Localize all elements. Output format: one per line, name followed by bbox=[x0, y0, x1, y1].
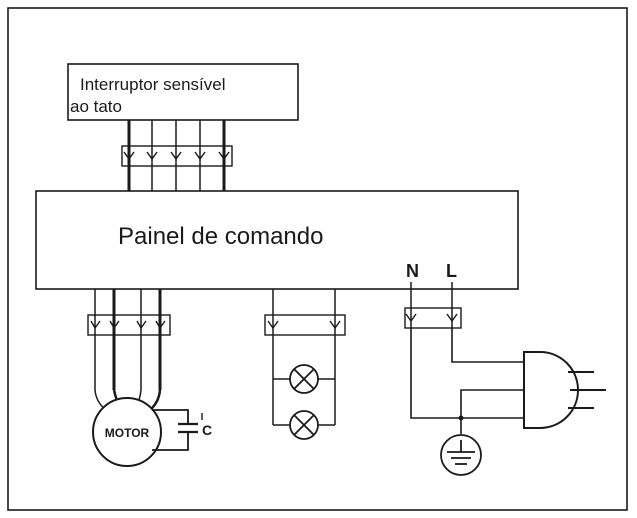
touch-switch: Interruptor sensível ao tato bbox=[67, 63, 299, 121]
switch-terminal-block bbox=[121, 145, 233, 167]
neutral-label: N bbox=[406, 261, 419, 281]
junction-dot bbox=[458, 415, 464, 421]
mains-wiring bbox=[410, 328, 524, 434]
ground-icon bbox=[440, 434, 482, 476]
capacitor-label: C bbox=[202, 422, 212, 438]
lamp-top-icon bbox=[289, 364, 319, 394]
motor-wires bbox=[94, 289, 162, 390]
diagram-frame bbox=[7, 7, 628, 511]
motor-label: MOTOR bbox=[105, 426, 150, 440]
touch-switch-label-line1: Interruptor sensível bbox=[80, 75, 226, 94]
lamp-terminal-block bbox=[264, 314, 346, 336]
line-label: L bbox=[446, 261, 457, 281]
control-panel-label: Painel de comando bbox=[118, 223, 323, 250]
lamp-bottom-icon bbox=[289, 410, 319, 440]
motor-terminal-block bbox=[87, 314, 171, 336]
capacitor: C bbox=[152, 409, 212, 451]
control-panel: Painel de comando N L bbox=[35, 190, 519, 290]
motor: MOTOR bbox=[92, 389, 162, 467]
power-terminal-block bbox=[404, 307, 462, 329]
touch-switch-label-line2: ao tato bbox=[70, 97, 122, 116]
lamp-wires bbox=[272, 289, 336, 426]
power-plug-icon bbox=[523, 351, 606, 429]
power-wires bbox=[410, 282, 453, 308]
motor-symbol bbox=[92, 397, 162, 467]
